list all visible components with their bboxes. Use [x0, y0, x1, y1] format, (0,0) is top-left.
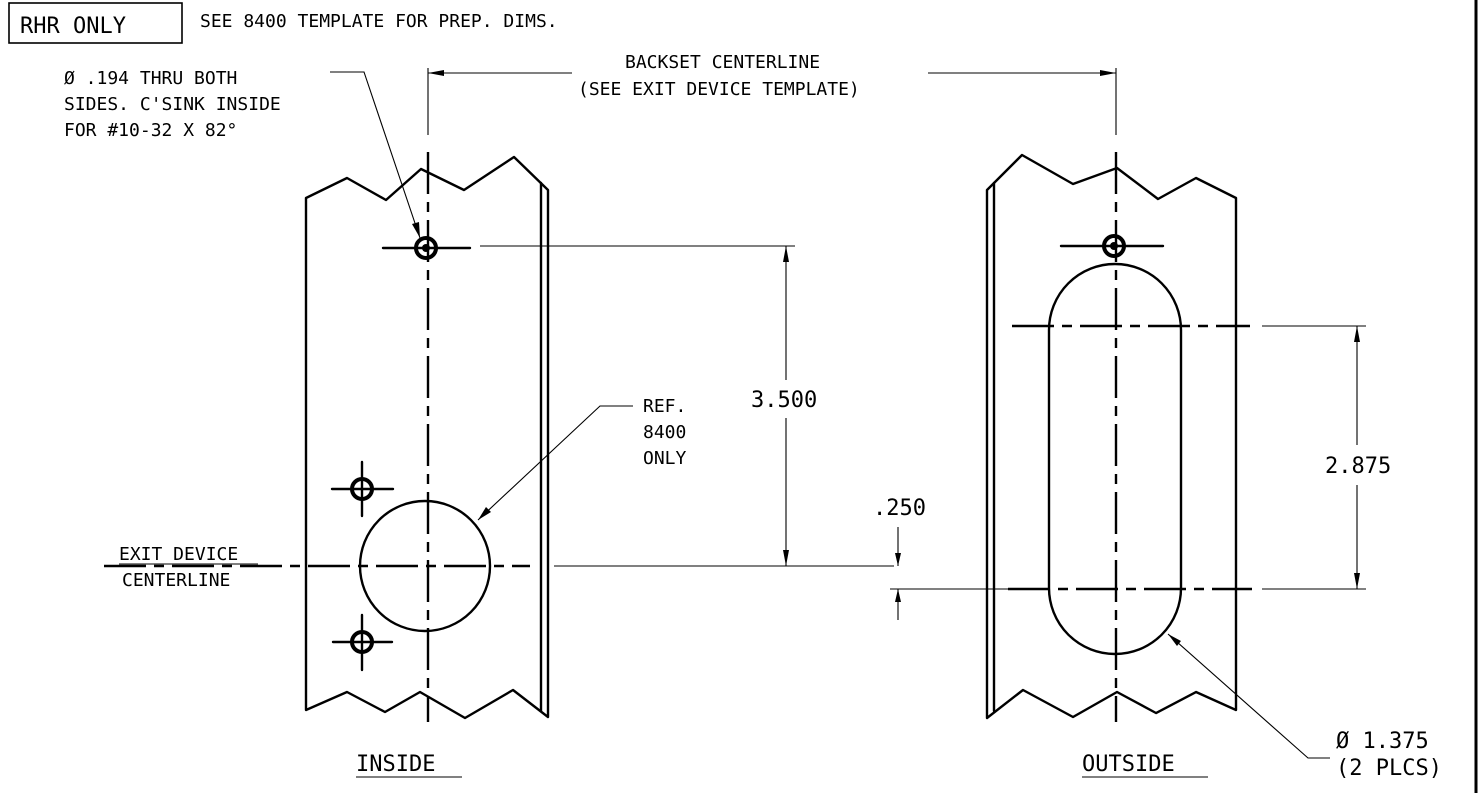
backset-arrow-right: [1100, 70, 1116, 76]
dim-3500-label: 3.500: [751, 388, 817, 413]
diameter-note-line1: Ø 1.375: [1336, 729, 1429, 754]
inside-top-hole-core: [422, 244, 430, 252]
ref-note-line3: ONLY: [643, 448, 687, 469]
hole-note-arrow: [412, 222, 420, 238]
dim-250-arrow-top: [895, 553, 901, 566]
dim-2875-arrow-top: [1354, 326, 1360, 342]
outside-view-label: OUTSIDE: [1082, 752, 1175, 777]
header-note: SEE 8400 TEMPLATE FOR PREP. DIMS.: [200, 11, 558, 32]
ref-note-line1: REF.: [643, 396, 686, 417]
backset-label-line2: (SEE EXIT DEVICE TEMPLATE): [578, 79, 860, 100]
diameter-note-line2: (2 PLCS): [1336, 756, 1442, 781]
dim-3500-arrow-bottom: [783, 550, 789, 566]
ref-note-line2: 8400: [643, 422, 686, 443]
hole-note-line1: Ø .194 THRU BOTH: [64, 68, 237, 89]
diameter-note-arrow: [1168, 634, 1181, 646]
inside-lower-screw-hole: [350, 630, 374, 654]
rhr-only-badge-box: [8, 2, 183, 44]
ref-note-leader: [477, 405, 633, 521]
outside-top-hole-core: [1110, 242, 1118, 250]
inside-top-hole: [414, 236, 438, 260]
inside-door-stile-outline: [304, 155, 550, 720]
backset-arrow-left: [428, 70, 444, 76]
ref-note-arrow: [478, 507, 491, 520]
inside-upper-screw-hole: [350, 477, 374, 501]
dim-2875-arrow-bottom: [1354, 573, 1360, 589]
rhr-only-badge: RHR ONLY: [20, 14, 126, 39]
dim-250-label: .250: [873, 496, 926, 521]
dim-2875-label: 2.875: [1325, 454, 1391, 479]
exit-device-label-line1: EXIT DEVICE: [119, 544, 238, 565]
hole-note-line3: FOR #10-32 X 82°: [64, 120, 237, 141]
backset-label-line1: BACKSET CENTERLINE: [625, 52, 820, 73]
exit-device-label-line2: CENTERLINE: [122, 570, 230, 591]
diameter-note-leader: [1167, 633, 1330, 759]
hole-note-line2: SIDES. C'SINK INSIDE: [64, 94, 281, 115]
dim-250-arrow-bottom: [895, 589, 901, 602]
outside-top-hole: [1102, 234, 1126, 258]
outside-door-stile-outline: [985, 153, 1238, 720]
hole-note-leader: [330, 71, 421, 239]
inside-view-label: INSIDE: [356, 752, 435, 777]
dim-3500-arrow-top: [783, 246, 789, 262]
